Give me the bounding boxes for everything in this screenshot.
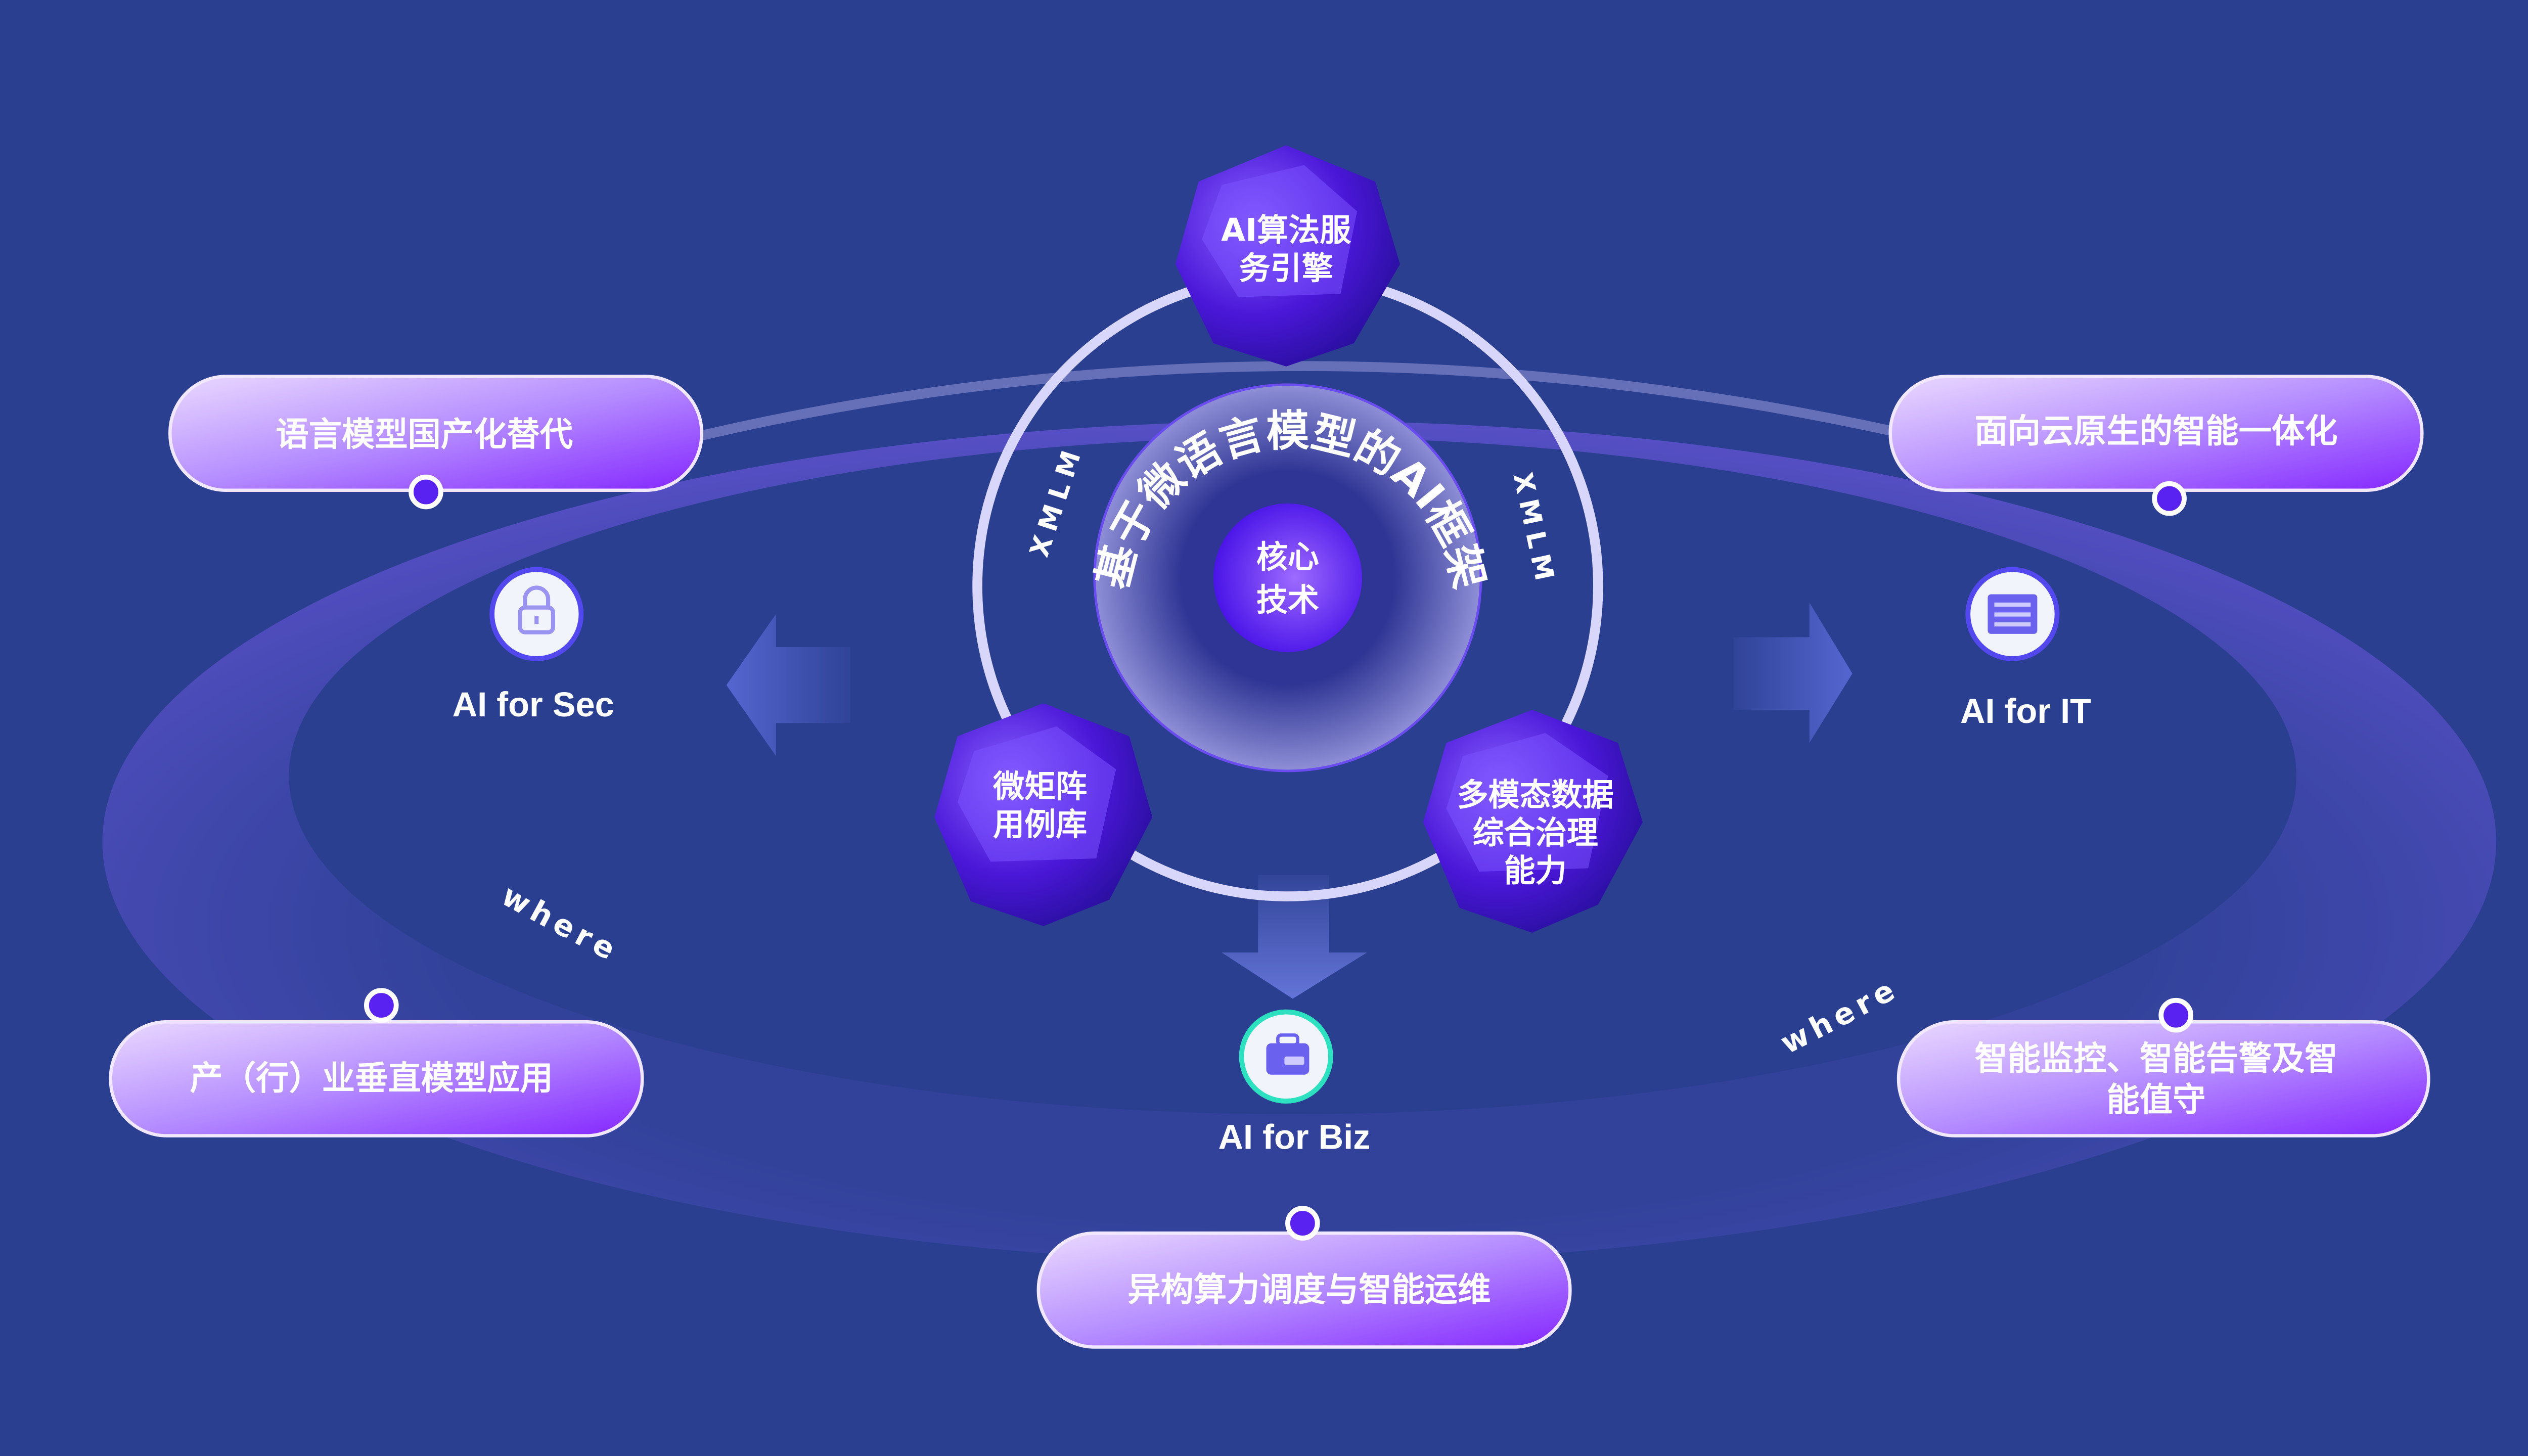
top-arc-line [692, 361, 1900, 442]
pill-heterogeneous-compute[interactable]: 异构算力调度与智能运维 [1036, 1206, 1572, 1349]
pill-label: 能值守 [2107, 1081, 2206, 1119]
gem-use-case-library: 微矩阵 用例库 [934, 703, 1153, 926]
gem-line: 多模态数据 [1457, 776, 1614, 813]
pill-label: 异构算力调度与智能运维 [1127, 1270, 1491, 1309]
pill-dot [1285, 1206, 1320, 1241]
gem-line: 务引擎 [1239, 250, 1333, 287]
server-icon [1988, 594, 2038, 634]
pill-vertical-models[interactable]: 产（行）业垂直模型应用 [109, 988, 644, 1138]
core-line-2: 技术 [1256, 581, 1319, 618]
pill-smart-monitoring[interactable]: 智能监控、智能告警及智 能值守 [1897, 997, 2430, 1138]
domain-label: AI for IT [1960, 692, 2091, 731]
core-circle [1213, 503, 1362, 652]
domain-it[interactable]: AI for IT [1960, 567, 2091, 731]
gem-line: 能力 [1504, 852, 1567, 889]
gem-line: AI算法服 [1221, 212, 1351, 249]
pill-dot [364, 988, 399, 1023]
pill-domestic-llm[interactable]: 语言模型国产化替代 [168, 375, 704, 510]
domain-label: AI for Biz [1218, 1118, 1371, 1157]
briefcase-icon [1266, 1033, 1310, 1075]
pill-dot [409, 474, 443, 510]
gem-ai-engine: AI算法服 务引擎 [1175, 145, 1400, 367]
pill-label: 语言模型国产化替代 [276, 416, 573, 454]
gem-multimodal-data: 多模态数据 综合治理 能力 [1423, 710, 1643, 933]
pill-label: 智能监控、智能告警及智 [1974, 1039, 2337, 1078]
pill-cloud-native[interactable]: 面向云原生的智能一体化 [1888, 375, 2424, 516]
orbit-band [102, 421, 2497, 1263]
arrow-right [1733, 602, 1853, 743]
core-line-1: 核心 [1256, 538, 1319, 575]
domain-sec[interactable]: AI for Sec [453, 567, 614, 724]
domain-label: AI for Sec [453, 685, 614, 724]
lock-icon [518, 585, 555, 634]
gem-line: 微矩阵 [992, 768, 1087, 805]
pill-label: 面向云原生的智能一体化 [1974, 412, 2337, 450]
pill-dot [2152, 481, 2187, 516]
pill-label: 产（行）业垂直模型应用 [190, 1059, 553, 1098]
gem-line: 综合治理 [1473, 814, 1598, 851]
gem-line: 用例库 [993, 806, 1087, 843]
domain-biz[interactable]: AI for Biz [1218, 1009, 1371, 1157]
arrow-left [726, 614, 850, 756]
pill-dot [2158, 997, 2193, 1033]
